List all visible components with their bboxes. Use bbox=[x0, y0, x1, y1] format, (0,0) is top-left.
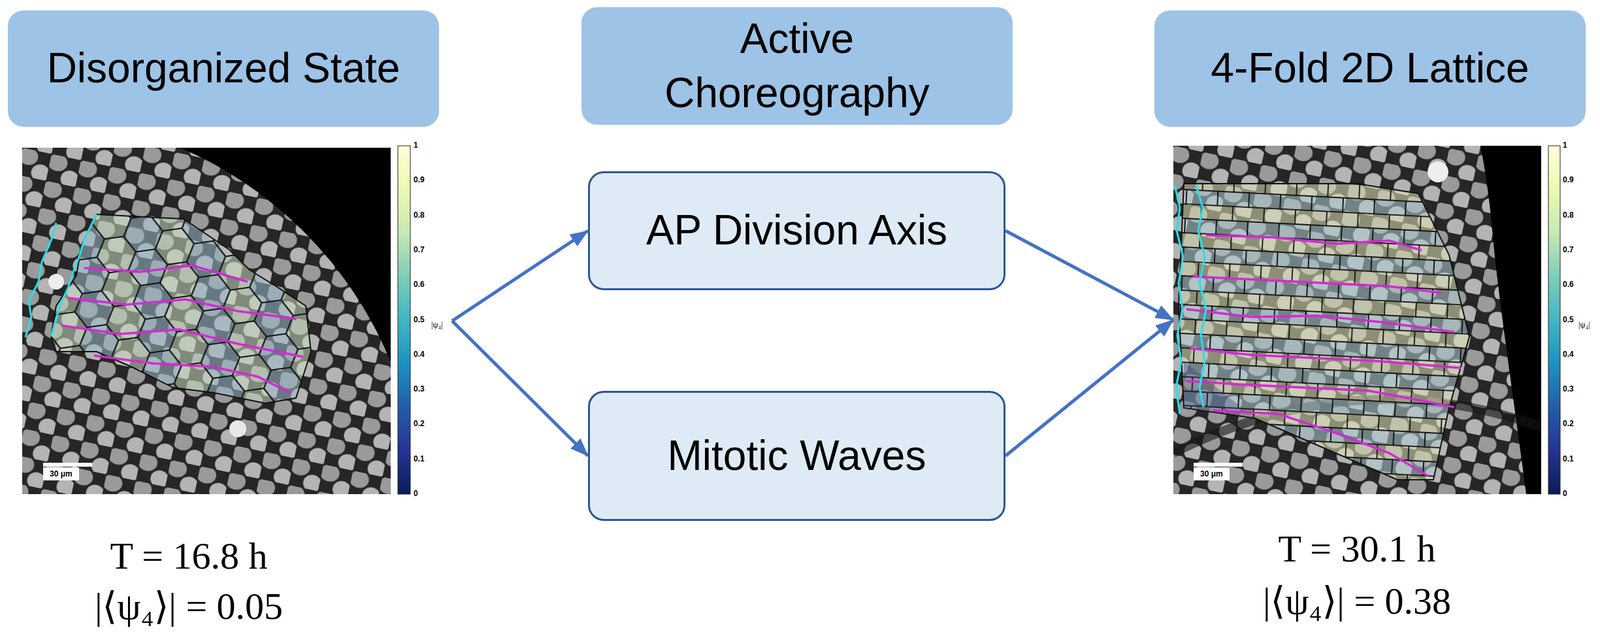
right-micrograph bbox=[1173, 145, 1542, 494]
colorbar-tick: 0.2 bbox=[1562, 420, 1574, 429]
colorbar-tick: 0.8 bbox=[413, 211, 425, 220]
box-label: Mitotic Waves bbox=[667, 428, 927, 483]
colorbar-tick: 0.4 bbox=[1562, 350, 1574, 359]
process-box: Mitotic Waves bbox=[587, 390, 1006, 521]
row-lines bbox=[1186, 235, 1461, 476]
flow-arrow bbox=[1005, 230, 1174, 321]
colorbar-tick: 1 bbox=[1562, 141, 1568, 150]
header-box: 4-Fold 2D Lattice bbox=[1154, 10, 1586, 127]
row-lines bbox=[61, 265, 304, 393]
colorbar bbox=[397, 145, 411, 494]
colorbar-tick: 0.3 bbox=[1562, 385, 1574, 394]
colorbar-tick: 0 bbox=[1562, 489, 1568, 498]
colorbar-tick: 0.9 bbox=[1562, 176, 1574, 185]
colorbar-tick: 0.4 bbox=[413, 350, 425, 359]
colorbar-tick: 0 bbox=[413, 489, 419, 498]
flow-arrow bbox=[452, 230, 588, 321]
box-label: 4-Fold 2D Lattice bbox=[1210, 41, 1529, 96]
colorbar-tick: 0.7 bbox=[1562, 245, 1574, 255]
scale-bar-label: 30 μm bbox=[1193, 467, 1230, 481]
time-label: T = 30.1 h bbox=[1277, 527, 1436, 570]
boundary-lines bbox=[25, 214, 97, 338]
colorbar-tick: 0.5 bbox=[1562, 315, 1574, 325]
colorbar-tick: 1 bbox=[413, 141, 419, 150]
tissue-background bbox=[1173, 145, 1542, 494]
bright-nucleus bbox=[1427, 161, 1449, 183]
image-panel: 30 μm bbox=[1173, 145, 1588, 494]
image-edge bbox=[1480, 145, 1542, 494]
colorbar-tick: 0.1 bbox=[413, 454, 425, 464]
time-label: T = 16.8 h bbox=[109, 535, 268, 577]
colorbar-tick: 0.2 bbox=[413, 420, 425, 429]
colorbar-label: |ψ₄| bbox=[431, 320, 443, 330]
left-micrograph bbox=[22, 147, 391, 494]
header-box: Disorganized State bbox=[7, 10, 440, 127]
segmented-cells bbox=[1178, 183, 1470, 480]
scale-bar-label: 30 μm bbox=[43, 467, 80, 481]
flow-arrow bbox=[1005, 320, 1174, 457]
colorbar-tick: 0.6 bbox=[413, 280, 425, 290]
colorbar-tick: 0.3 bbox=[413, 385, 425, 394]
image-panel: 30 μm bbox=[22, 147, 453, 494]
colorbar-tick: 0.8 bbox=[1562, 211, 1574, 220]
tissue-disc bbox=[22, 147, 391, 494]
colorbar-tick: 0.9 bbox=[413, 176, 425, 185]
bright-nucleus bbox=[48, 273, 65, 290]
scale-bar bbox=[1193, 462, 1243, 467]
colorbar-tick: 0.5 bbox=[413, 315, 425, 325]
order-parameter-label: |⟨ψ₄⟩| = 0.38 bbox=[1262, 580, 1452, 622]
colorbar-tick: 0.7 bbox=[413, 245, 425, 255]
bright-nucleus bbox=[229, 420, 247, 438]
colorbar-tick: 0.6 bbox=[1562, 280, 1574, 290]
scale-bar bbox=[43, 462, 93, 467]
box-label: Active Choreography bbox=[640, 11, 954, 121]
flow-arrow bbox=[452, 320, 588, 457]
header-box: Active Choreography bbox=[581, 7, 1013, 125]
box-label: AP Division Axis bbox=[646, 203, 948, 258]
colorbar-tick: 0.1 bbox=[1562, 454, 1574, 464]
order-parameter-label: |⟨ψ₄⟩| = 0.05 bbox=[94, 585, 283, 628]
boundary-lines bbox=[1174, 184, 1207, 414]
colorbar bbox=[1548, 145, 1561, 494]
box-label: Disorganized State bbox=[47, 41, 401, 96]
segmented-cells bbox=[50, 214, 311, 404]
process-box: AP Division Axis bbox=[587, 171, 1006, 291]
colorbar-label: |ψ₄| bbox=[1578, 320, 1591, 330]
